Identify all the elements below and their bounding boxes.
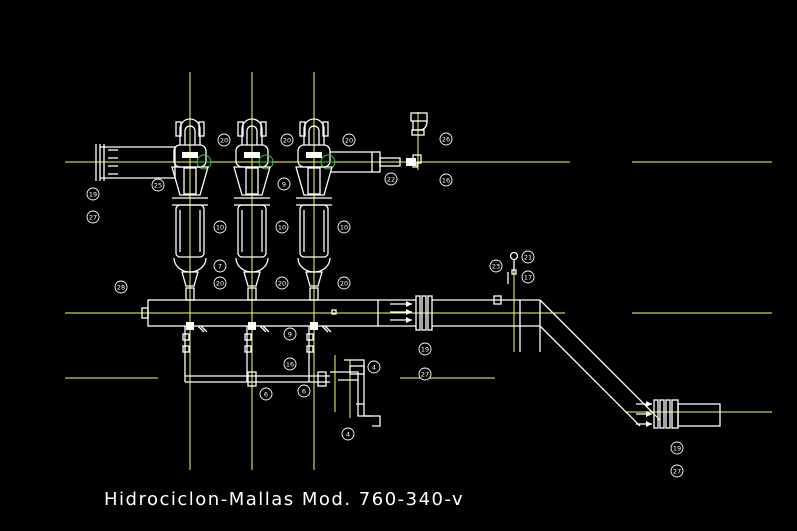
- callout-bubble: 28: [114, 280, 128, 294]
- callout-bubble: 20: [342, 133, 356, 147]
- callout-bubble: 10: [275, 220, 289, 234]
- callout-label: 10: [340, 223, 348, 231]
- callout-label: 19: [673, 444, 681, 452]
- drawing-title: Hidrociclon-Mallas Mod. 760-340-v: [104, 489, 464, 510]
- callout-label: 22: [387, 175, 395, 183]
- callout-label: 10: [216, 223, 224, 231]
- callout-group: 20 20 20 26 19 25 9 22 16 27 10 10 10 7 20 20 20 28 21 23 17…: [86, 132, 684, 478]
- callout-bubble: 27: [86, 210, 100, 224]
- callout-bubble: 23: [489, 259, 503, 273]
- callout-label: 16: [442, 176, 450, 184]
- callout-label: 4: [346, 430, 350, 438]
- drain-piping: [182, 326, 381, 427]
- callout-label: 9: [282, 180, 286, 188]
- callout-bubble: 10: [337, 220, 351, 234]
- callout-bubble: 7: [213, 259, 227, 273]
- callout-bubble: 20: [275, 276, 289, 290]
- callout-label: 17: [524, 273, 532, 281]
- callout-label: 7: [218, 262, 222, 270]
- callout-bubble: 19: [86, 187, 100, 201]
- callout-bubble: 20: [217, 133, 231, 147]
- callout-label: 27: [421, 370, 429, 378]
- callout-bubble: 4: [341, 427, 355, 441]
- air-valve: [410, 112, 428, 136]
- callout-bubble: 9: [277, 177, 291, 191]
- callout-label: 20: [340, 279, 348, 287]
- callout-bubble: 10: [213, 220, 227, 234]
- callout-label: 16: [286, 360, 294, 368]
- hydrocyclone: [233, 118, 274, 333]
- callout-label: 19: [421, 345, 429, 353]
- callout-bubble: 26: [439, 132, 453, 146]
- callout-label: 20: [220, 136, 228, 144]
- callout-label: 28: [117, 283, 125, 291]
- callout-bubble: 22: [384, 172, 398, 186]
- callout-label: 20: [283, 136, 291, 144]
- callout-bubble: 4: [367, 360, 381, 374]
- callout-label: 6: [264, 390, 268, 398]
- callout-label: 6: [302, 387, 306, 395]
- callout-label: 4: [372, 363, 376, 371]
- callout-label: 20: [278, 279, 286, 287]
- callout-label: 25: [154, 181, 162, 189]
- flow-arrows: [390, 301, 652, 427]
- callout-bubble: 20: [337, 276, 351, 290]
- callout-label: 10: [278, 223, 286, 231]
- pressure-gauge: [507, 251, 519, 284]
- callout-label: 23: [492, 262, 500, 270]
- callout-label: 20: [345, 136, 353, 144]
- callout-bubble: 6: [259, 387, 273, 401]
- callout-bubble: 6: [297, 384, 311, 398]
- callout-bubble: 19: [670, 441, 684, 455]
- callout-bubble: 19: [418, 342, 432, 356]
- callout-bubble: 16: [439, 173, 453, 187]
- callout-bubble: 27: [670, 464, 684, 478]
- callout-label: 27: [673, 467, 681, 475]
- callout-bubble: 20: [280, 133, 294, 147]
- callout-label: 21: [524, 253, 532, 261]
- callout-label: 26: [442, 135, 450, 143]
- callout-bubble: 25: [151, 178, 165, 192]
- callout-label: 20: [216, 279, 224, 287]
- callout-bubble: 27: [418, 367, 432, 381]
- callout-bubble: 20: [213, 276, 227, 290]
- top-manifold: [330, 151, 422, 173]
- inlet-manifold: [95, 144, 176, 181]
- callout-label: 27: [89, 213, 97, 221]
- callout-bubble: 21: [521, 250, 535, 264]
- callout-bubble: 16: [283, 357, 297, 371]
- callout-label: 19: [89, 190, 97, 198]
- callout-label: 9: [288, 330, 292, 338]
- callout-bubble: 17: [521, 270, 535, 284]
- callout-bubble: 9: [283, 327, 297, 341]
- bottom-manifold: [141, 295, 721, 429]
